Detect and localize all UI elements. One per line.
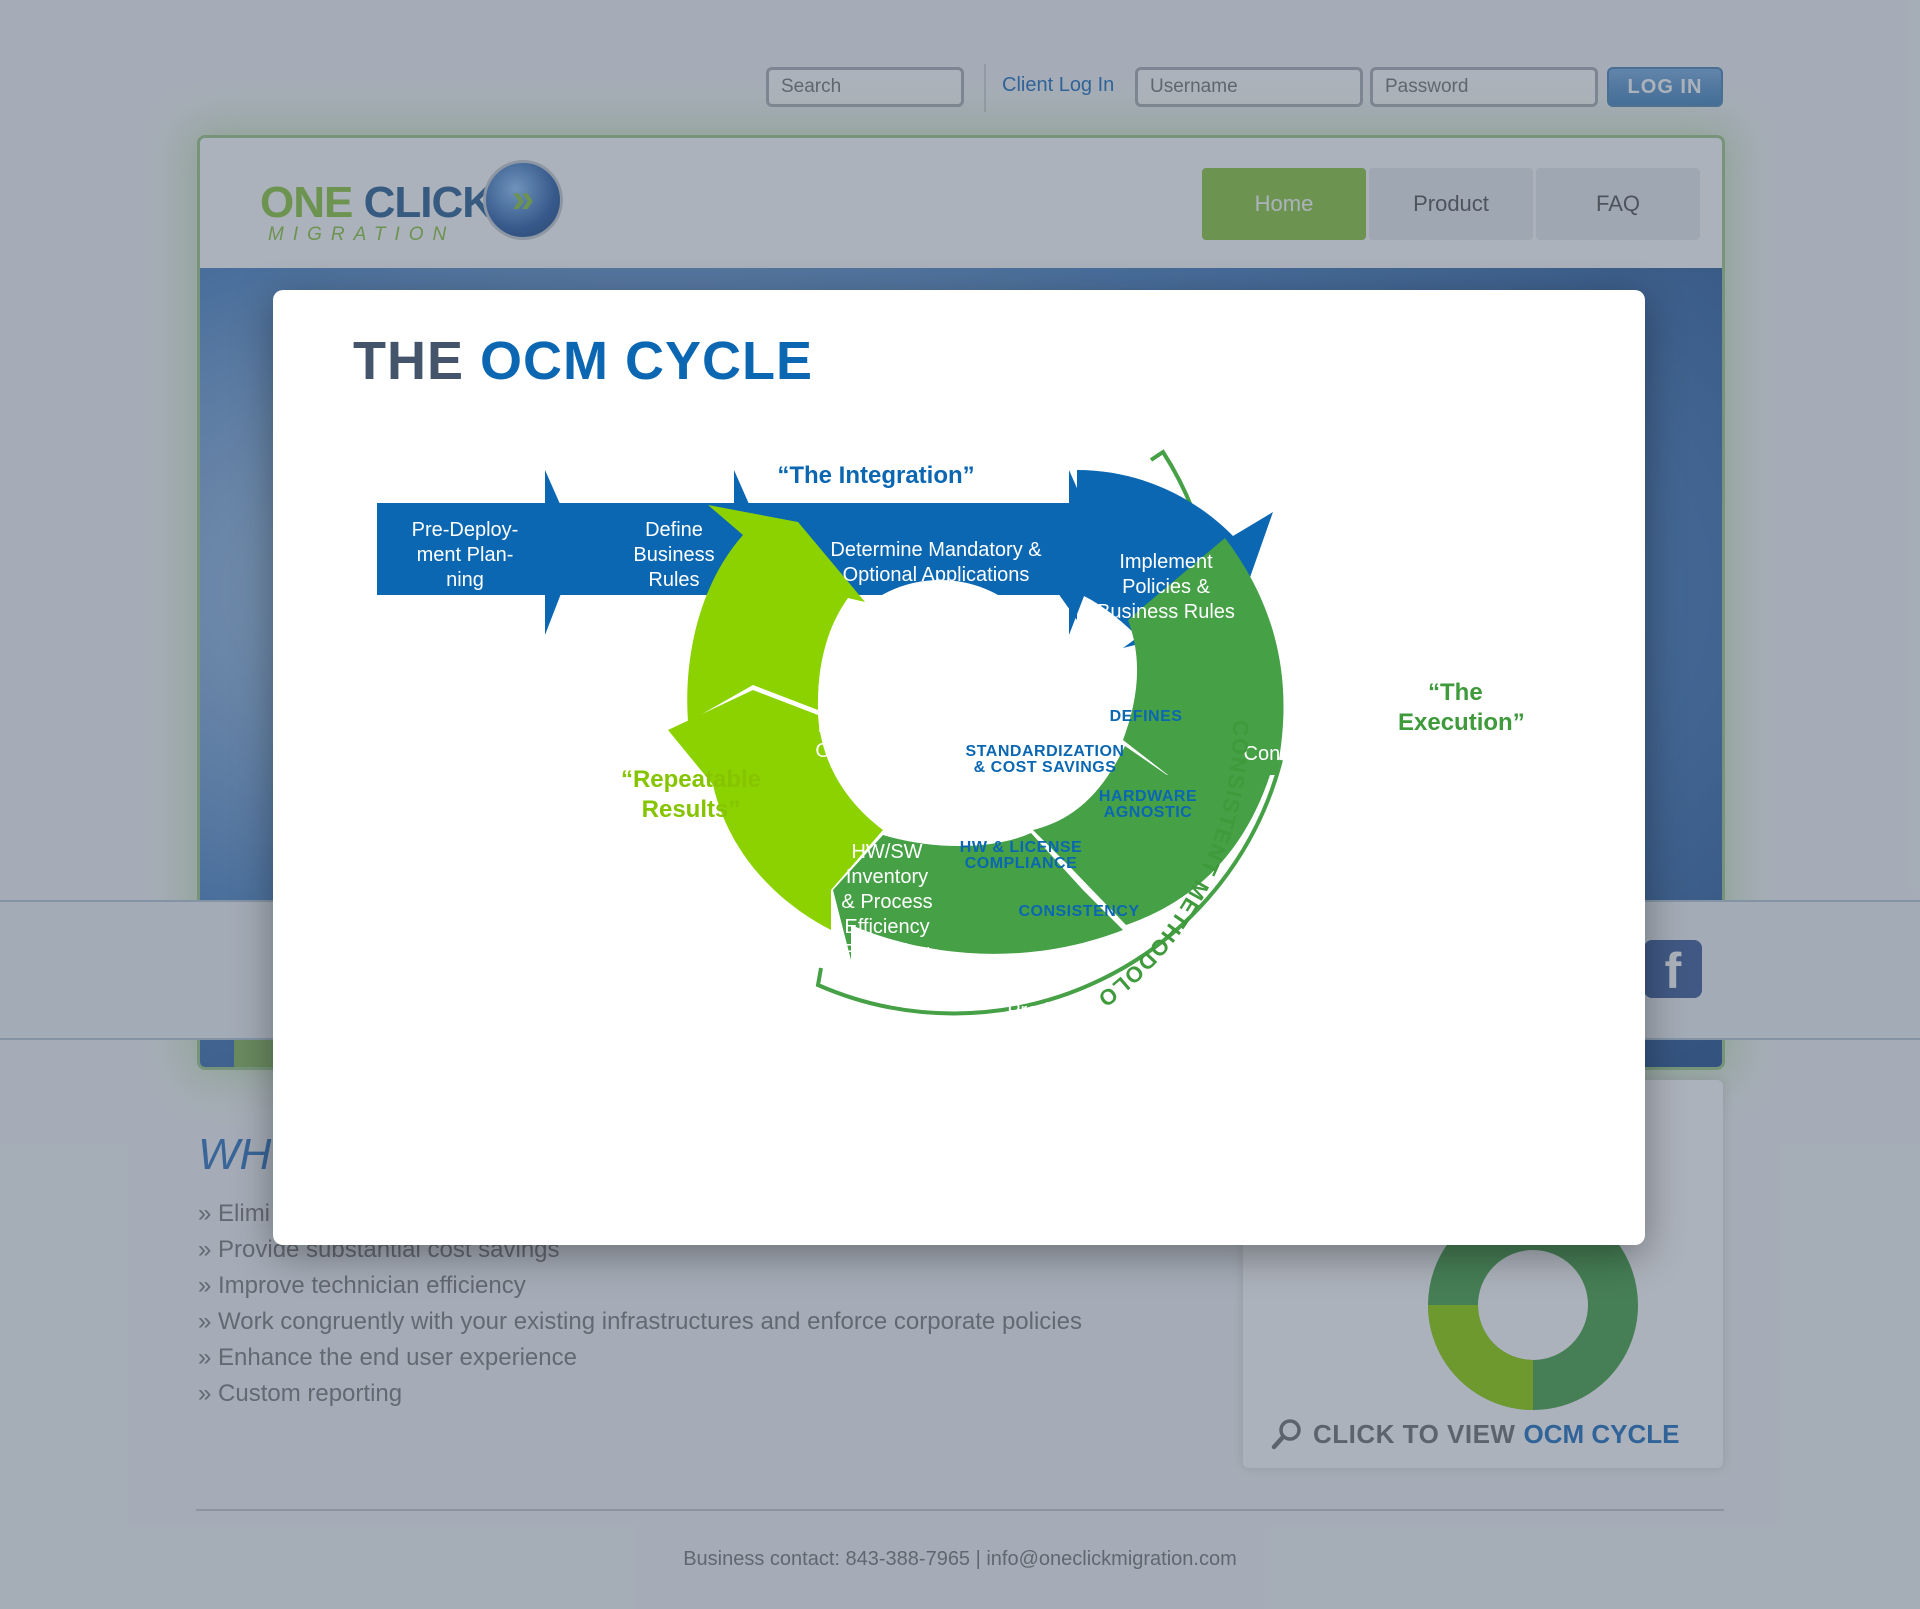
logo-subtitle: MIGRATION: [268, 224, 456, 245]
benefit-item: » Elimi: [198, 1200, 271, 1227]
methodology-bracket-bottom: [815, 759, 1283, 1016]
step-production-arrow: [833, 833, 1123, 960]
repeatable-quote-line1: “Repeatable: [621, 766, 761, 793]
site-header: ONE CLICK MIGRATION » Home Product FAQ: [200, 138, 1722, 268]
label-line: Optimization: [815, 740, 926, 762]
label-line: Business Rules: [1097, 601, 1235, 623]
step-hw-sw-inventory-label: HW/SW Inventory & Process Efficiency Rep…: [841, 841, 932, 963]
search-input[interactable]: [766, 67, 964, 107]
why-section-title: WH: [198, 1130, 272, 1179]
center-label-hardware: HARDWARE AGNOSTIC: [1099, 788, 1197, 821]
label-line: STANDARDIZATION: [966, 743, 1125, 760]
step-configuration-arrow: [1123, 538, 1284, 775]
client-login-label: Client Log In: [1002, 74, 1115, 96]
center-label-defines: DEFINES: [1110, 708, 1183, 725]
repeatable-quote-line2: Results”: [642, 796, 741, 823]
execution-quote-line1: “The: [1428, 679, 1483, 706]
cta-highlight: OCM CYCLE: [1523, 1418, 1680, 1449]
logo-word-click: CLICK: [363, 178, 494, 227]
cta-prefix: CLICK TO VIEW: [1313, 1418, 1516, 1449]
step-pilot-arrow: [1033, 746, 1270, 925]
label-line: ning: [446, 569, 484, 591]
footer-divider: [196, 1509, 1724, 1511]
label-line: COMPLIANCE: [965, 855, 1078, 872]
label-line: Rules: [648, 569, 699, 591]
label-line: AGNOSTIC: [1104, 804, 1192, 821]
ocm-cycle-diagram: Pre-Deploy- ment Plan- ning Define Busin…: [273, 290, 1525, 1022]
label-line: Reporting: [844, 941, 931, 963]
label-line: Pre-Deploy-: [412, 519, 519, 541]
step-desktop-optimization-arrow: [687, 505, 865, 722]
step-pilot-label: Pilot: [1228, 933, 1267, 955]
magnifier-icon: [1271, 1419, 1301, 1450]
benefit-item: » Custom reporting: [198, 1380, 403, 1407]
label-line: Business: [633, 544, 714, 566]
login-button[interactable]: LOG IN: [1607, 67, 1723, 107]
password-input[interactable]: [1370, 67, 1598, 107]
label-line: HW & LICENSE: [960, 839, 1082, 856]
step-configuration-label: Configuration: [1244, 743, 1363, 765]
modal-title-prefix: THE: [353, 331, 464, 391]
label-line: Define: [645, 519, 703, 541]
nav-tab-product[interactable]: Product: [1369, 168, 1533, 240]
benefit-item: » Improve technician efficiency: [198, 1272, 526, 1299]
center-label-standardization: STANDARDIZATION & COST SAVINGS: [966, 743, 1125, 776]
view-ocm-cycle-link[interactable]: CLICK TO VIEW OCM CYCLE: [1271, 1418, 1679, 1450]
label-line: ment Plan-: [417, 544, 514, 566]
step-desktop-optimization-label: Desktop Deployment Optimization: [815, 690, 926, 762]
modal-title: THE OCM CYCLE: [353, 330, 813, 392]
label-line: & Process: [841, 891, 932, 913]
footer-contact: Business contact: 843-388-7965 | info@on…: [683, 1548, 1237, 1570]
logo-chevron-icon: »: [483, 160, 563, 240]
label-line: Implement: [1119, 551, 1213, 573]
step-determine-apps-label: Determine Mandatory & Optional Applicati…: [830, 539, 1042, 586]
cycle-center: [820, 580, 1060, 820]
label-line: & COST SAVINGS: [974, 759, 1117, 776]
integration-quote: “The Integration”: [777, 462, 974, 489]
label-line: Inventory: [846, 866, 928, 888]
step-define-rules-label: Define Business Rules: [633, 519, 714, 591]
logo-word-one: ONE: [260, 178, 353, 227]
label-line: HW/SW: [851, 841, 922, 863]
logo-wordmark[interactable]: ONE CLICK: [260, 178, 494, 228]
label-line: Deployment: [818, 715, 925, 737]
step-pre-deployment-arrow: [377, 470, 579, 635]
username-input[interactable]: [1135, 67, 1363, 107]
facebook-icon[interactable]: f: [1644, 940, 1702, 999]
execution-quote-line2: Execution”: [1398, 709, 1525, 736]
label-line: Desktop: [834, 690, 907, 712]
step-hw-sw-inventory-arrow: [668, 690, 883, 930]
label-line: HARDWARE: [1099, 788, 1197, 805]
label-line: Policies &: [1122, 576, 1210, 598]
benefit-item: » Work congruently with your existing in…: [198, 1308, 1082, 1335]
step-production-label: Production: [1007, 1000, 1103, 1022]
nav-tab-home[interactable]: Home: [1202, 168, 1366, 240]
topbar-divider: [984, 64, 986, 112]
center-label-license: HW & LICENSE COMPLIANCE: [960, 839, 1082, 872]
modal-title-highlight: OCM CYCLE: [480, 331, 813, 391]
step-pre-deployment-label: Pre-Deploy- ment Plan- ning: [412, 519, 519, 591]
label-line: Determine Mandatory &: [830, 539, 1042, 561]
center-label-consistency: CONSISTENCY: [1018, 903, 1139, 920]
ocm-cycle-modal: Pre-Deploy- ment Plan- ning Define Busin…: [273, 290, 1645, 1245]
label-line: Efficiency: [844, 916, 929, 938]
nav-tab-faq[interactable]: FAQ: [1536, 168, 1700, 240]
step-implement-policies-label: Implement Policies & Business Rules: [1097, 551, 1235, 623]
label-line: Optional Applications: [843, 564, 1030, 586]
benefit-item: » Enhance the end user experience: [198, 1344, 577, 1371]
